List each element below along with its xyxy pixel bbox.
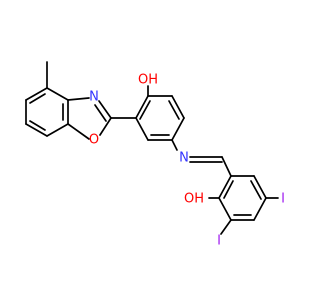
atom-o-oxazole: O [89, 133, 99, 148]
bond-oxazole [67, 97, 90, 101]
bond-i-bottom [220, 219, 232, 235]
bond-ring2-double [250, 180, 262, 200]
molecule-diagram: OH N O N OH I I [25, 61, 285, 249]
atom-i-bottom: I [217, 234, 221, 249]
atom-oh-bottom: OH [184, 192, 204, 207]
bond-oxazole-double [98, 100, 112, 119]
bond-oxazole [67, 123, 90, 140]
bond-phenol [135, 117, 149, 141]
bond-oxazole-double [94, 104, 107, 122]
atom-labels: OH N O N OH I I [89, 73, 285, 249]
structure-canvas: OH N O N OH I I [25, 61, 285, 249]
bond-phenol-double [139, 100, 151, 120]
bond-benzo-double [29, 120, 46, 131]
bond-benzo [25, 123, 48, 137]
bond-ring2 [218, 175, 232, 199]
bond-benzo [46, 87, 69, 101]
bond-benzo-double [29, 93, 46, 104]
atom-oh-top: OH [138, 73, 158, 88]
bond-benzo [46, 123, 69, 137]
bond-oxazole [99, 117, 112, 136]
atom-i-right: I [281, 192, 285, 207]
bond-aryl-n [171, 139, 178, 151]
atom-n-imine: N [179, 151, 189, 166]
bond-ring2-double [223, 180, 234, 199]
atom-n-oxazole: N [89, 90, 99, 105]
bond-phenol-double [168, 100, 180, 120]
bond-phenol [171, 117, 185, 141]
bonds [25, 61, 279, 235]
bond-phenol [171, 95, 185, 119]
bond-benzo [25, 87, 48, 101]
bond-ch-ring [221, 156, 232, 177]
bond-ring2 [218, 197, 232, 221]
bond-ring2 [253, 175, 267, 199]
bond-phenol [135, 95, 149, 119]
bond-ring2 [253, 197, 267, 221]
